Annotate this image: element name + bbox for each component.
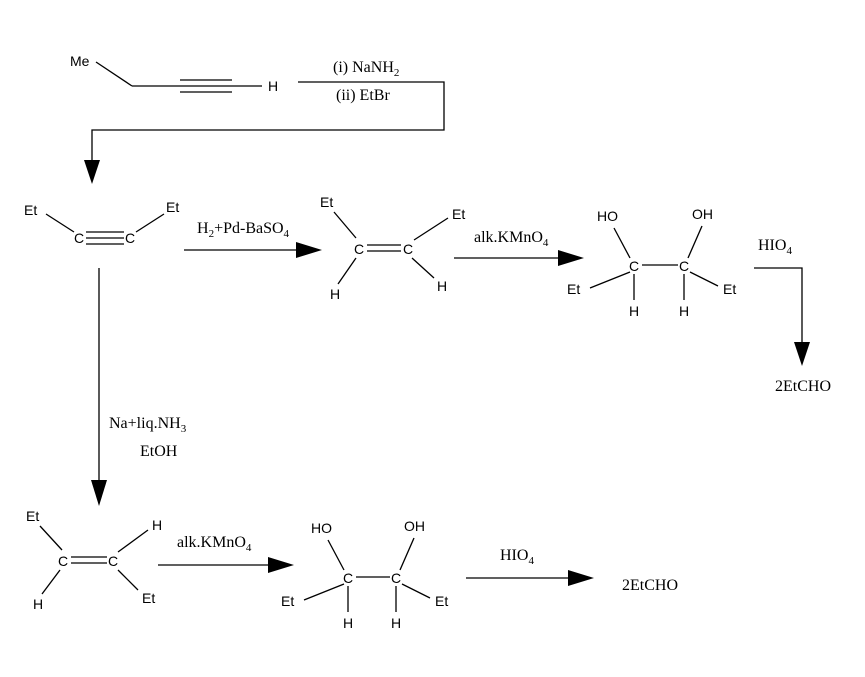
- et-label: Et: [24, 202, 37, 218]
- product-2etcho: 2EtCHO: [775, 378, 831, 395]
- h-label: H: [391, 615, 401, 631]
- svg-text:Na+liq.NH3: Na+liq.NH3: [109, 415, 187, 435]
- h-label: H: [33, 596, 43, 612]
- kmno4-step-top: alk.KMnO4: [454, 229, 584, 266]
- c-label: C: [679, 258, 689, 274]
- c-label: C: [58, 553, 68, 569]
- methyl-label: Me: [70, 53, 90, 69]
- hexyne-molecule: Et C C Et: [24, 199, 179, 246]
- reagent-etoh: EtOH: [140, 443, 178, 460]
- ho-label: HO: [597, 208, 618, 224]
- c-label: C: [125, 230, 135, 246]
- reagent-etbr: (ii) EtBr: [336, 87, 390, 104]
- svg-text:alk.KMnO4: alk.KMnO4: [177, 534, 252, 554]
- diol-molecule-bottom: HO OH C C Et Et H H: [281, 518, 448, 631]
- svg-text:alk.KMnO4: alk.KMnO4: [474, 229, 549, 249]
- et-label: Et: [142, 590, 155, 606]
- h-label: H: [437, 278, 447, 294]
- product-2etcho: 2EtCHO: [622, 577, 678, 594]
- h-label: H: [629, 303, 639, 319]
- et-label: Et: [320, 194, 333, 210]
- terminal-h-label: H: [268, 78, 278, 94]
- ho-label: HO: [311, 520, 332, 536]
- svg-text:(i) NaNH2: (i) NaNH2: [333, 59, 399, 79]
- reagent-h2: H: [197, 220, 209, 237]
- reagent-kmno4: alk.KMnO: [177, 534, 246, 551]
- c-label: C: [403, 241, 413, 257]
- cis-hexene-molecule: Et C C Et H H: [320, 194, 465, 302]
- c-label: C: [108, 553, 118, 569]
- c-label: C: [74, 230, 84, 246]
- h-label: H: [330, 286, 340, 302]
- c-label: C: [354, 241, 364, 257]
- kmno4-step-bottom: alk.KMnO4: [158, 534, 294, 573]
- et-label: Et: [452, 206, 465, 222]
- reagent-nanh2: (i) NaNH: [333, 59, 394, 76]
- step1-arrow: [84, 81, 445, 184]
- step1-reagents: (i) NaNH2 (ii) EtBr: [333, 59, 399, 104]
- butyne-molecule: Me H: [70, 53, 278, 94]
- birch-step: Na+liq.NH3 EtOH: [91, 268, 187, 506]
- h-label: H: [343, 615, 353, 631]
- diol-molecule-top: HO OH C C Et Et H H: [567, 206, 736, 319]
- h-label: H: [679, 303, 689, 319]
- hio4-step-top: HIO4: [754, 237, 810, 366]
- reagent-hio4: HIO: [758, 237, 786, 254]
- oh-label: OH: [692, 206, 713, 222]
- h-label: H: [152, 517, 162, 533]
- c-label: C: [391, 570, 401, 586]
- reagent-hio4: HIO: [500, 547, 528, 564]
- et-label: Et: [567, 281, 580, 297]
- et-label: Et: [435, 593, 448, 609]
- oh-label: OH: [404, 518, 425, 534]
- svg-text:HIO4: HIO4: [758, 237, 792, 257]
- lindlar-step: H2+Pd-BaSO4: [184, 220, 322, 258]
- hio4-step-bottom: HIO4: [466, 547, 594, 586]
- reagent-na-nh3: Na+liq.NH: [109, 415, 181, 432]
- c-label: C: [343, 570, 353, 586]
- svg-text:H2+Pd-BaSO4: H2+Pd-BaSO4: [197, 220, 290, 240]
- et-label: Et: [723, 281, 736, 297]
- et-label: Et: [281, 593, 294, 609]
- et-label: Et: [26, 508, 39, 524]
- svg-text:HIO4: HIO4: [500, 547, 534, 567]
- trans-hexene-molecule: Et C C H H Et: [26, 508, 162, 612]
- reagent-kmno4: alk.KMnO: [474, 229, 543, 246]
- c-label: C: [629, 258, 639, 274]
- et-label: Et: [166, 199, 179, 215]
